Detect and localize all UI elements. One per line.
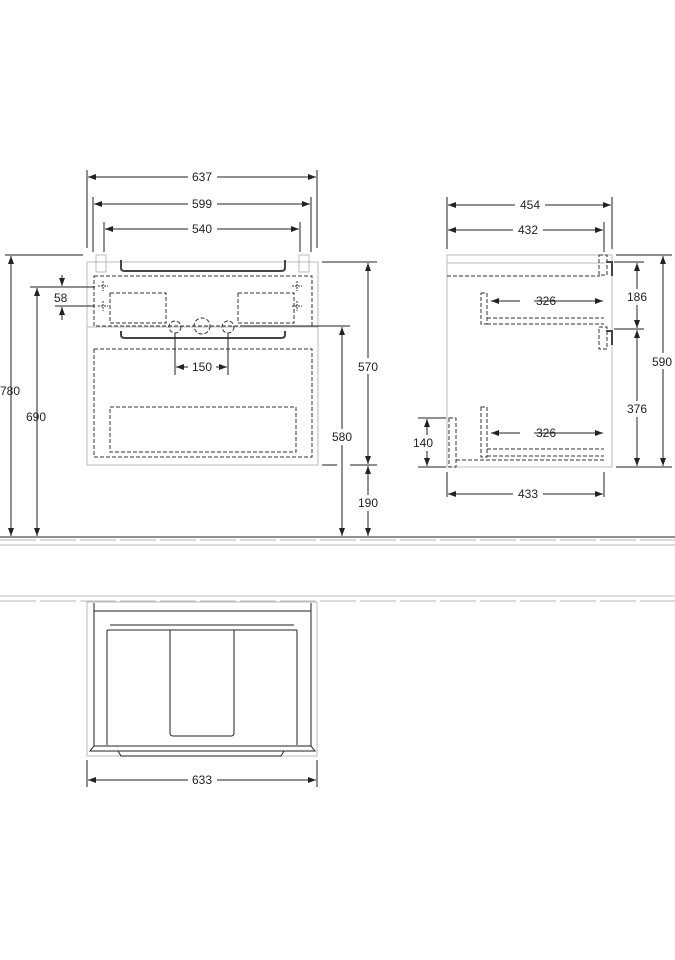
dim-front-height-total: 780 xyxy=(0,384,20,398)
side-view: 454 432 433 326 326 590 186 376 140 xyxy=(411,197,675,501)
dim-side-lower-drawer-depth: 326 xyxy=(536,426,556,440)
dim-side-plinth-height: 140 xyxy=(413,436,433,450)
dim-side-depth-bottom: 433 xyxy=(518,487,538,501)
dim-side-depth-body: 432 xyxy=(518,223,538,237)
wall-line xyxy=(0,595,675,602)
front-view: 637 599 540 780 690 58 150 570 580 190 xyxy=(0,170,381,536)
dim-side-depth-overall: 454 xyxy=(520,198,540,212)
dim-front-height-fixing: 690 xyxy=(26,410,46,424)
top-view: 633 xyxy=(86,601,318,787)
dim-front-height-drain: 580 xyxy=(332,430,352,444)
dim-front-floor-clearance: 190 xyxy=(358,496,378,510)
dim-side-upper-drawer-height: 186 xyxy=(627,290,647,304)
dim-front-drain-spacing: 150 xyxy=(192,360,212,374)
dim-side-lower-drawer-height: 376 xyxy=(627,402,647,416)
fixing-point-icons xyxy=(98,281,302,311)
dim-front-width-inner: 540 xyxy=(192,222,212,236)
dim-side-upper-drawer-depth: 326 xyxy=(536,294,556,308)
dim-front-height-cabinet: 570 xyxy=(358,360,378,374)
floor-line xyxy=(0,536,675,546)
dim-front-fixing-spacing: 58 xyxy=(54,291,68,305)
dim-side-height-total: 590 xyxy=(652,355,672,369)
dim-front-width-overall: 637 xyxy=(192,170,212,184)
dim-front-width-body: 599 xyxy=(192,197,212,211)
dim-top-width: 633 xyxy=(192,773,212,787)
